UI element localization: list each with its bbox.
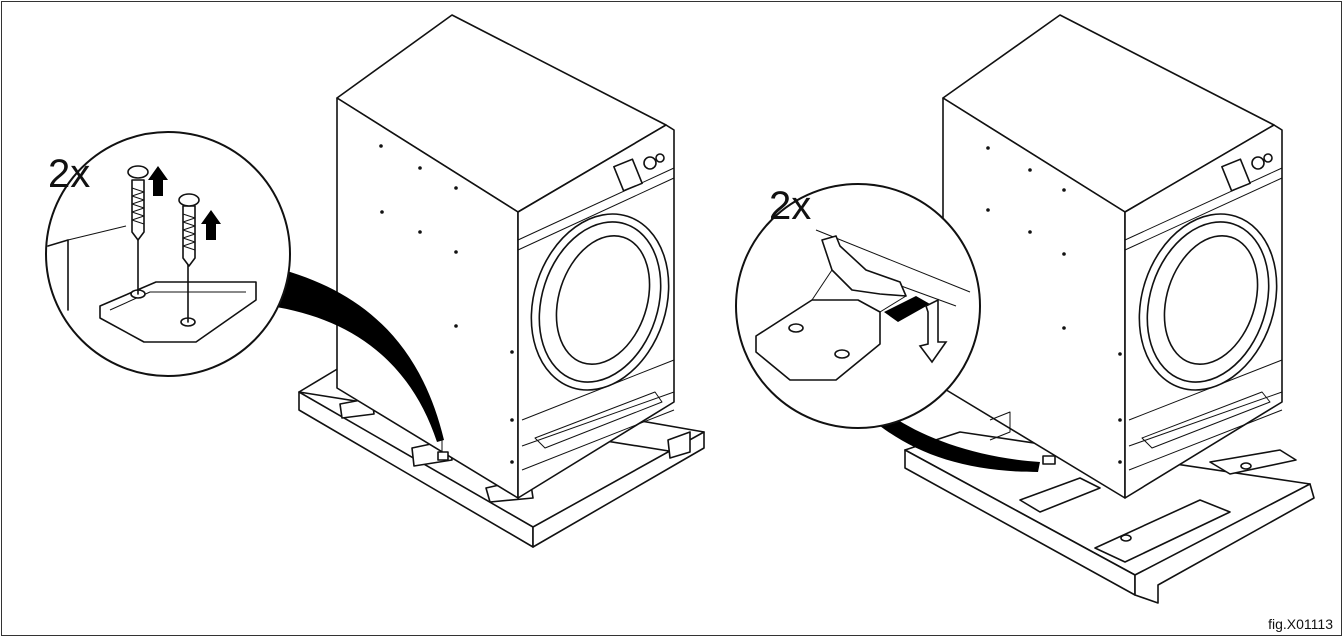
- left-washer: [336, 14, 675, 499]
- up-arrow-icon: [148, 166, 168, 196]
- right-zoom-circle: [735, 183, 981, 429]
- bracket-removal-icon: [884, 296, 930, 322]
- right-callout-ribbon: [880, 420, 1040, 472]
- figure-id: fig.X01113: [1268, 616, 1333, 632]
- left-callout-count: 2x: [48, 152, 91, 196]
- up-arrow-icon: [201, 210, 221, 240]
- left-callout-ribbon: [270, 268, 444, 442]
- left-zoom-circle: [45, 131, 291, 377]
- right-washer: [942, 14, 1283, 499]
- down-arrow-icon: [918, 298, 948, 364]
- right-callout-count: 2x: [769, 184, 812, 228]
